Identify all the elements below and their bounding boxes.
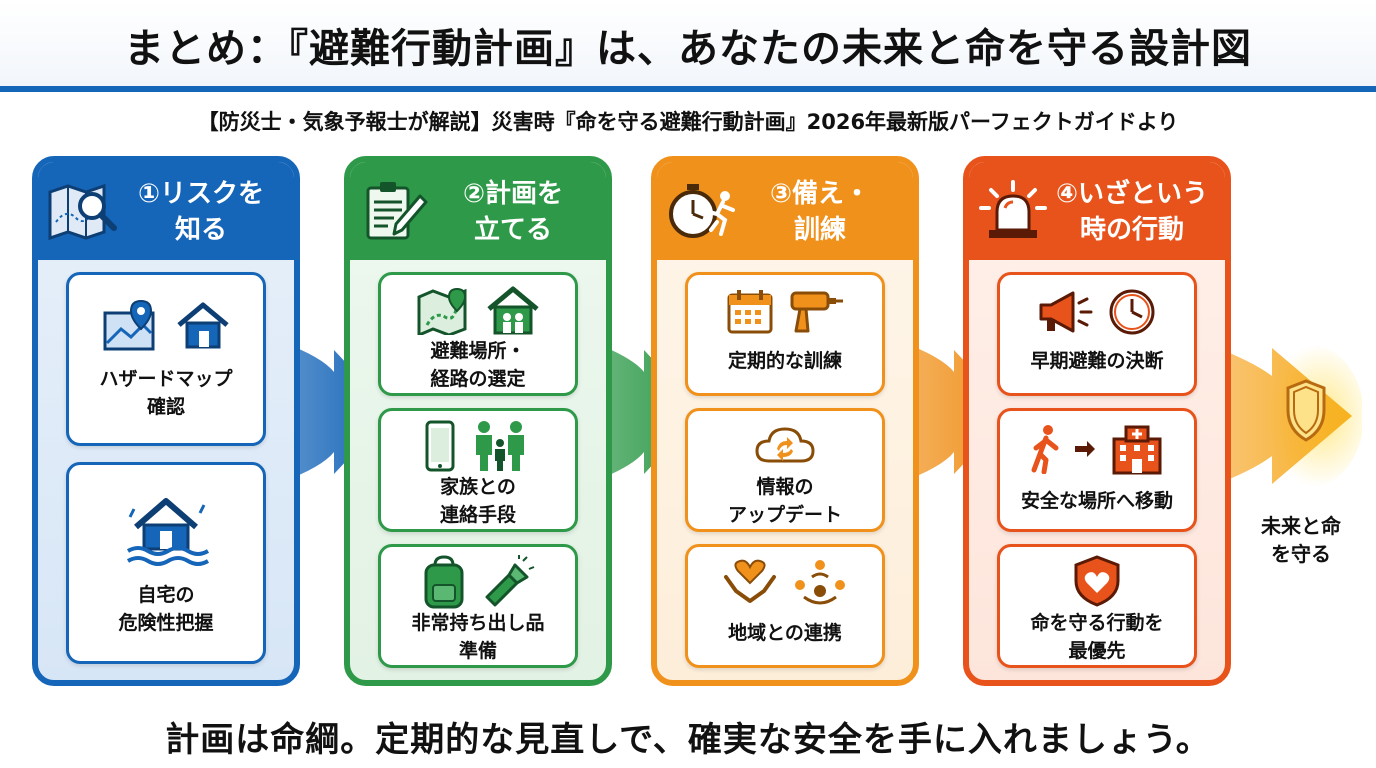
flow-arrow-2 <box>592 342 702 482</box>
heart-hands-icon <box>724 559 777 603</box>
clock-icon <box>1109 289 1155 335</box>
card-home-risk: 自宅の 危険性把握 <box>66 462 266 664</box>
card-move-to-safety: 安全な場所へ移動 <box>997 408 1197 532</box>
community-icon <box>794 560 845 605</box>
cloud-sync-icon <box>755 427 815 463</box>
backpack-icon <box>424 555 464 609</box>
smartphone-icon <box>425 420 455 472</box>
flooded-house-icon <box>126 498 210 566</box>
step-1-column: ①リスクを 知る ハザードマップ 確認 <box>32 156 300 686</box>
drill-icon <box>790 291 843 333</box>
page-subtitle: 【防災士・気象予報士が解説】災害時『命を守る避難行動計画』2026年最新版パーフ… <box>197 110 1179 134</box>
card-early-decision: 早期避難の決断 <box>997 272 1197 396</box>
card-evacuation-route: 避難場所・ 経路の選定 <box>378 272 578 396</box>
footer-message: 計画は命綱。定期的な見直しで、確実な安全を手に入れましょう。 <box>165 720 1211 760</box>
card-regular-drills: 定期的な訓練 <box>685 272 885 396</box>
card-info-update: 情報の アップデート <box>685 408 885 532</box>
step-4-header: ④いざという 時の行動 <box>969 162 1225 260</box>
map-search-icon <box>48 183 117 241</box>
card-community: 地域との連携 <box>685 544 885 668</box>
calendar-icon <box>727 290 773 334</box>
building-icon <box>1112 425 1162 475</box>
flow-arrow-1 <box>282 342 392 482</box>
final-goal-label: 未来と命 を守る <box>1261 514 1341 566</box>
card-prioritize-life: 命を守る行動を 最優先 <box>997 544 1197 668</box>
shield-icon <box>1286 379 1326 442</box>
siren-icon <box>979 180 1047 238</box>
step-3-title: ③備え・ 訓練 <box>769 179 870 245</box>
flow-arrow-3 <box>902 342 1012 482</box>
family-icon <box>475 421 524 471</box>
route-map-icon <box>417 287 467 335</box>
house-icon <box>176 302 229 349</box>
arrow-right-icon <box>1075 441 1095 457</box>
step-4-column: ④いざという 時の行動 早期避難の決断 <box>963 156 1231 686</box>
shield-heart-icon <box>1074 555 1120 607</box>
clipboard-pen-icon <box>366 182 428 240</box>
final-arrow <box>1212 344 1362 488</box>
header-bar: まとめ：『避難行動計画』は、あなたの未来と命を守る設計図 <box>0 0 1376 92</box>
card-emergency-kit: 非常持ち出し品 準備 <box>378 544 578 668</box>
hazard-map-pin-icon <box>103 299 155 351</box>
step-3-header: ③備え・ 訓練 <box>657 162 913 260</box>
step-3-column: ③備え・ 訓練 定期的な訓練 <box>651 156 919 686</box>
step-1-title: ①リスクを 知る <box>137 179 264 245</box>
megaphone-icon <box>1039 291 1093 333</box>
shelter-icon <box>486 286 539 335</box>
flashlight-icon <box>485 555 534 607</box>
step-2-title: ②計画を 立てる <box>462 179 563 245</box>
card-hazard-map: ハザードマップ 確認 <box>66 272 266 446</box>
card-family-contact: 家族との 連絡手段 <box>378 408 578 532</box>
step-1-header: ①リスクを 知る <box>38 162 294 260</box>
walking-person-icon <box>1031 425 1059 474</box>
page-title: まとめ：『避難行動計画』は、あなたの未来と命を守る設計図 <box>124 26 1252 72</box>
step-2-column: ②計画を 立てる 避難場所・ 経路の選定 <box>344 156 612 686</box>
step-2-header: ②計画を 立てる <box>350 162 606 260</box>
stopwatch-runner-icon <box>669 184 735 238</box>
step-4-title: ④いざという 時の行動 <box>1055 179 1208 245</box>
